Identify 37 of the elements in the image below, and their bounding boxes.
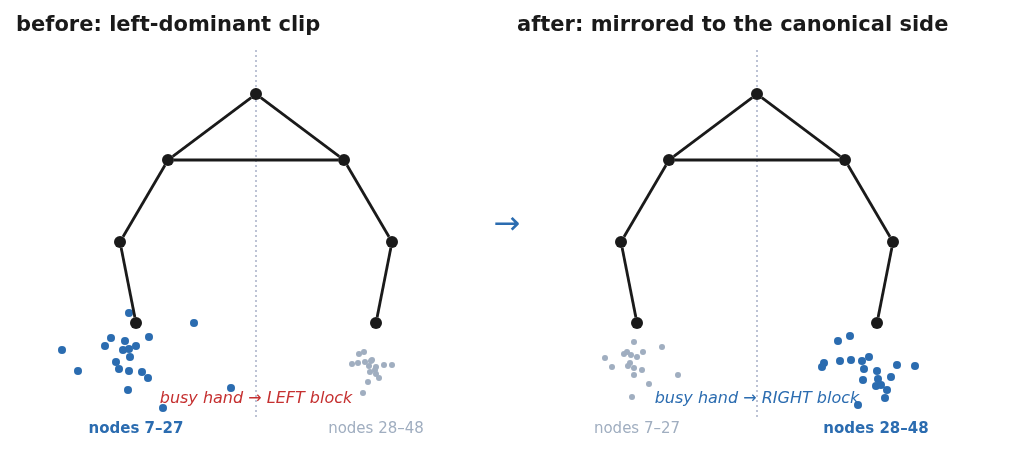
annotation-text: busy hand → RIGHT block <box>654 389 860 408</box>
skeleton-bone-line <box>672 96 754 158</box>
skeleton-bone-line <box>620 247 638 318</box>
skeleton-bone-line <box>259 96 341 158</box>
skeleton-bone-line <box>345 164 391 238</box>
skeleton-bone-line <box>121 164 167 238</box>
panel-title: after: mirrored to the canonical side <box>517 12 949 37</box>
skeleton-bone-line <box>375 247 393 318</box>
group-label: nodes 28–48 <box>823 420 929 438</box>
skeleton-bone-line <box>171 96 253 158</box>
group-label: nodes 7–27 <box>593 420 681 438</box>
joint-dot <box>839 154 851 166</box>
joint-dot <box>663 154 675 166</box>
skeleton-bone-line <box>119 247 137 318</box>
skeleton-bone-line <box>622 164 668 238</box>
skeleton-bone-line <box>174 158 338 162</box>
joint-dot <box>114 236 126 248</box>
annotation-text: busy hand → LEFT block <box>159 389 353 408</box>
joint-dot <box>386 236 398 248</box>
joint-dot <box>162 154 174 166</box>
joint-dot <box>751 88 763 100</box>
joint-dot <box>871 317 883 329</box>
joint-dot <box>631 317 643 329</box>
joint-dot <box>887 236 899 248</box>
joint-dot <box>338 154 350 166</box>
joint-dot <box>250 88 262 100</box>
joint-dot <box>370 317 382 329</box>
group-label: nodes 28–48 <box>328 420 424 438</box>
skeleton-bone-line <box>675 158 839 162</box>
skeleton-bone-line <box>760 96 842 158</box>
group-label: nodes 7–27 <box>88 420 184 438</box>
skeleton-bone-line <box>876 247 894 318</box>
panel-title: before: left-dominant clip <box>16 12 321 37</box>
joint-dot <box>130 317 142 329</box>
transform-arrow: → <box>493 205 521 242</box>
joint-dot <box>615 236 627 248</box>
skeleton-bone-line <box>846 164 892 238</box>
